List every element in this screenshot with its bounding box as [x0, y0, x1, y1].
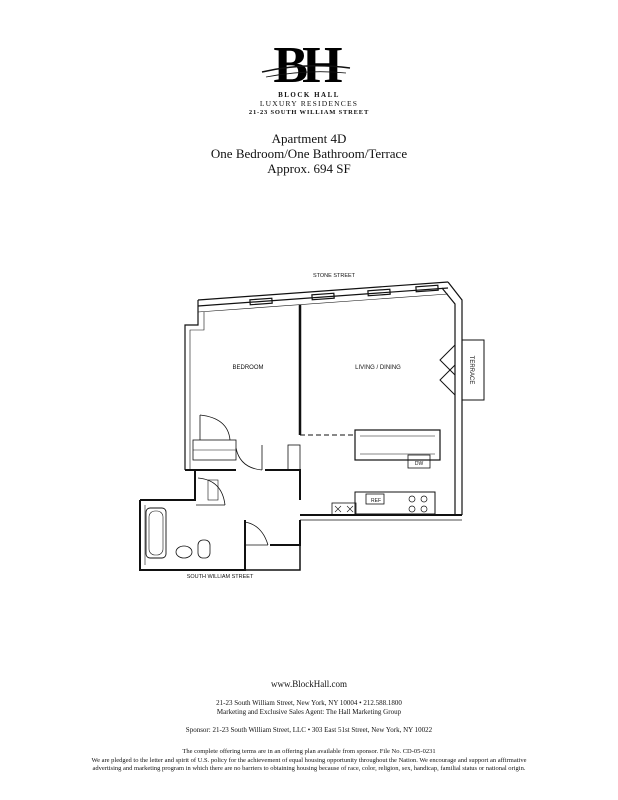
washer-dryer	[331, 502, 357, 516]
window	[367, 288, 391, 297]
brand-name: BLOCK HALL	[278, 91, 340, 99]
bath-door	[196, 477, 226, 506]
tagline: LUXURY RESIDENCES	[259, 99, 359, 108]
logo-swoosh	[261, 64, 351, 73]
bedroom-west-wall	[184, 300, 199, 470]
disclaimer-line: advertising and marketing program in whi…	[92, 765, 526, 772]
block-hall-logo: BH	[261, 37, 351, 94]
toilet	[197, 539, 211, 559]
east-wall	[447, 281, 463, 515]
dw-label: DW	[415, 461, 424, 467]
floor-plan: STONE STREET BEDROOM LIVING / DINING TER…	[139, 273, 485, 580]
north-wall	[197, 281, 449, 301]
terrace	[461, 339, 485, 401]
window	[311, 292, 335, 301]
entry-door	[244, 521, 269, 546]
apartment-number: Apartment 4D	[271, 131, 347, 146]
disclaimer-line: The complete offering terms are in an of…	[182, 748, 436, 755]
disclaimer-line: We are pledged to the letter and spirit …	[91, 756, 527, 764]
logo-swoosh-2	[265, 71, 347, 78]
window	[249, 297, 273, 306]
window	[415, 284, 439, 293]
room-label-living: LIVING / DINING	[355, 365, 401, 371]
terrace-label: TERRACE	[468, 356, 474, 385]
unit-info: Apartment 4D One Bedroom/One Bathroom/Te…	[0, 131, 618, 176]
bedroom-door	[199, 414, 231, 441]
room-label-bedroom: BEDROOM	[232, 365, 263, 371]
kitchen-counter	[354, 429, 441, 461]
terrace-door	[439, 344, 456, 396]
cooktop-burner	[408, 495, 416, 503]
ref-label: REF	[371, 498, 381, 504]
website-link[interactable]: www.BlockHall.com	[271, 679, 347, 689]
contact-info: 21-23 South William Street, New York, NY…	[0, 699, 618, 717]
dishwasher	[407, 454, 431, 469]
bathroom-wall	[139, 470, 246, 571]
sink	[175, 545, 193, 559]
unit-area: Approx. 694 SF	[267, 161, 351, 176]
sponsor-info: Sponsor: 21-23 South William Street, LLC…	[185, 726, 433, 734]
building-address: 21-23 SOUTH WILLIAM STREET	[248, 109, 370, 116]
entry-wall	[270, 520, 301, 546]
bath-vanity	[207, 479, 219, 501]
street-label-top: STONE STREET	[313, 273, 356, 279]
hall-closet	[287, 444, 301, 471]
refrigerator	[365, 493, 385, 505]
unit-layout: One Bedroom/One Bathroom/Terrace	[210, 146, 408, 161]
hall-door	[235, 445, 263, 471]
legal-disclaimer: The complete offering terms are in an of…	[20, 748, 598, 774]
bathtub	[145, 507, 167, 559]
contact-address: 21-23 South William Street, New York, NY…	[216, 699, 402, 707]
kitchen-back-counter	[354, 491, 436, 515]
marketing-agent: Marketing and Exclusive Sales Agent: The…	[216, 708, 402, 716]
street-label-bottom: SOUTH WILLIAM STREET	[187, 574, 254, 580]
